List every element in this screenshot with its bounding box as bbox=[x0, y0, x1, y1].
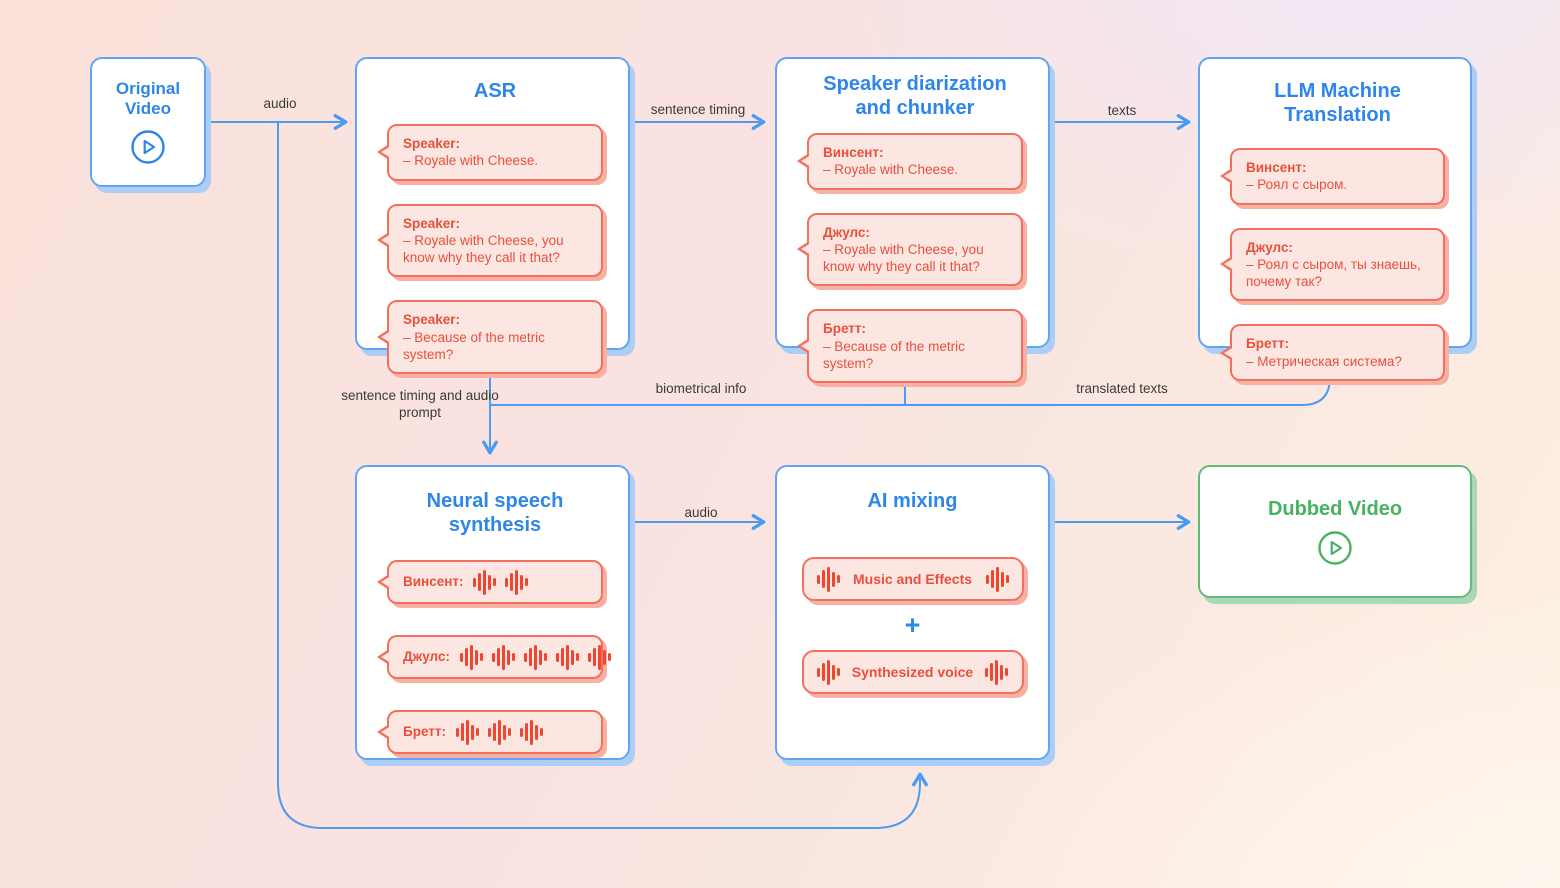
chip-label: Synthesized voice bbox=[851, 664, 974, 680]
voice-bubble: Джулс: bbox=[387, 635, 611, 679]
edge-label-sentence-timing-audio-prompt: sentence timing and audio prompt bbox=[341, 388, 499, 420]
node-original-video: Original Video bbox=[90, 57, 206, 187]
bubble-speaker: Speaker: bbox=[403, 215, 461, 231]
bubble-text: – Royale with Cheese, you know why they … bbox=[403, 232, 564, 266]
node-ai-mixing: AI mixing Music and Effects + Synthesize… bbox=[775, 465, 1050, 760]
speech-bubble: Бретт:– Because of the metric system? bbox=[807, 309, 1023, 384]
bubble-speaker: Винсент: bbox=[1246, 160, 1307, 175]
edge-label-biometrical-info: biometrical info bbox=[655, 381, 747, 396]
waveform-icon bbox=[816, 659, 840, 685]
bubble-speaker: Джулс: bbox=[823, 224, 870, 240]
speech-bubble: Бретт:– Метрическая система? bbox=[1230, 324, 1445, 381]
bubble-speaker: Джулс: bbox=[403, 649, 450, 665]
original-video-title: Original Video bbox=[115, 78, 181, 118]
synthesized-voice-chip: Synthesized voice bbox=[801, 650, 1024, 694]
bubble-text: – Because of the metric system? bbox=[403, 329, 545, 362]
llm-title: LLM Machine Translation bbox=[1274, 80, 1401, 126]
edge-label-audio-top: audio bbox=[263, 96, 297, 111]
bubble-text: – Метрическая система? bbox=[1246, 353, 1402, 369]
mixing-title: AI mixing bbox=[867, 490, 958, 512]
waveform-icon bbox=[555, 644, 579, 670]
waveform-icon bbox=[816, 566, 840, 592]
diarization-bubbles: Винсент: – Royale with Cheese. Джулс:– Ro… bbox=[807, 133, 1023, 384]
nss-bubbles: Винсент: Джулс: Бретт: bbox=[387, 560, 611, 754]
waveform-icon bbox=[520, 719, 543, 745]
waveform-icon bbox=[473, 569, 497, 595]
edge-label-translated-texts: translated texts bbox=[1076, 381, 1168, 396]
node-dubbed-video: Dubbed Video bbox=[1198, 465, 1472, 598]
speech-bubble: Speaker: – Royale with Cheese. bbox=[387, 124, 603, 181]
plus-sign: + bbox=[904, 610, 921, 640]
play-icon[interactable] bbox=[130, 129, 166, 165]
bubble-speaker: Винсент: bbox=[823, 145, 884, 160]
speech-bubble: Джулс:– Роял с сыром, ты знаешь, почему … bbox=[1230, 227, 1445, 302]
bubble-text: – Royale with Cheese. bbox=[823, 162, 959, 178]
waveform-icon bbox=[488, 719, 511, 745]
node-asr: ASR Speaker: – Royale with Cheese. Speake… bbox=[355, 57, 630, 375]
play-icon[interactable] bbox=[1317, 530, 1353, 566]
speech-bubble: Винсент: – Роял с сыром. bbox=[1230, 148, 1445, 205]
waveform-icon bbox=[456, 719, 479, 745]
bubble-text: – Роял с сыром, ты знаешь, почему так? bbox=[1246, 256, 1421, 290]
voice-bubble: Винсент: bbox=[387, 560, 603, 604]
node-neural-speech-synthesis: Neural speech synthesis Винсент: Джулс: … bbox=[355, 465, 630, 760]
nss-title: Neural speech synthesis bbox=[426, 490, 564, 536]
waveform-icon bbox=[505, 569, 529, 595]
waveform-icon bbox=[985, 659, 1009, 685]
node-speaker-diarization: Speaker diarization and chunker Винсент:… bbox=[775, 57, 1050, 384]
waveform-icon bbox=[523, 644, 547, 670]
bubble-speaker: Джулс: bbox=[1246, 239, 1293, 255]
waveform-icon bbox=[587, 644, 611, 670]
bubble-speaker: Speaker: bbox=[403, 312, 461, 328]
asr-bubbles: Speaker:– Royale with Cheese. Speaker:– … bbox=[387, 124, 603, 375]
edge-label-sentence-timing: sentence timing bbox=[650, 102, 746, 117]
waveform-icon bbox=[491, 644, 515, 670]
chip-label: Music and Effects bbox=[852, 571, 973, 587]
node-llm-translation: LLM Machine Translation Винсент: – Роял с… bbox=[1198, 57, 1472, 381]
speech-bubble: Speaker:– Because of the metric system? bbox=[387, 300, 603, 375]
voice-bubble: Бретт: bbox=[387, 710, 603, 754]
asr-title: ASR bbox=[473, 80, 517, 102]
edge-label-audio-bottom: audio bbox=[684, 505, 718, 520]
edge-audio-loop-to-mixing bbox=[277, 121, 928, 829]
bubble-speaker: Бретт: bbox=[1246, 336, 1289, 352]
bubble-text: – Royale with Cheese. bbox=[403, 153, 539, 169]
llm-bubbles: Винсент: – Роял с сыром. Джулс:– Роял с с… bbox=[1230, 148, 1445, 381]
speech-bubble: Speaker:– Royale with Cheese, you know w… bbox=[387, 203, 603, 278]
bubble-speaker: Бретт: bbox=[823, 321, 866, 337]
bubble-speaker: Speaker: bbox=[403, 136, 461, 151]
bubble-speaker: Бретт: bbox=[403, 724, 446, 740]
dubbed-video-title: Dubbed Video bbox=[1267, 498, 1403, 520]
waveform-icon bbox=[459, 644, 483, 670]
speech-bubble: Джулс:– Royale with Cheese, you know why… bbox=[807, 212, 1023, 287]
bubble-text: – Because of the metric system? bbox=[823, 338, 965, 371]
speech-bubble: Винсент: – Royale with Cheese. bbox=[807, 133, 1023, 190]
edge-label-texts: texts bbox=[1107, 103, 1137, 118]
bubble-text: – Royale with Cheese, you know why they … bbox=[823, 241, 984, 275]
music-effects-chip: Music and Effects bbox=[801, 557, 1024, 601]
waveform-icon bbox=[985, 566, 1009, 592]
diarization-title: Speaker diarization and chunker bbox=[823, 73, 1007, 119]
bubble-text: – Роял с сыром. bbox=[1246, 177, 1348, 193]
bubble-speaker: Винсент: bbox=[403, 574, 464, 590]
